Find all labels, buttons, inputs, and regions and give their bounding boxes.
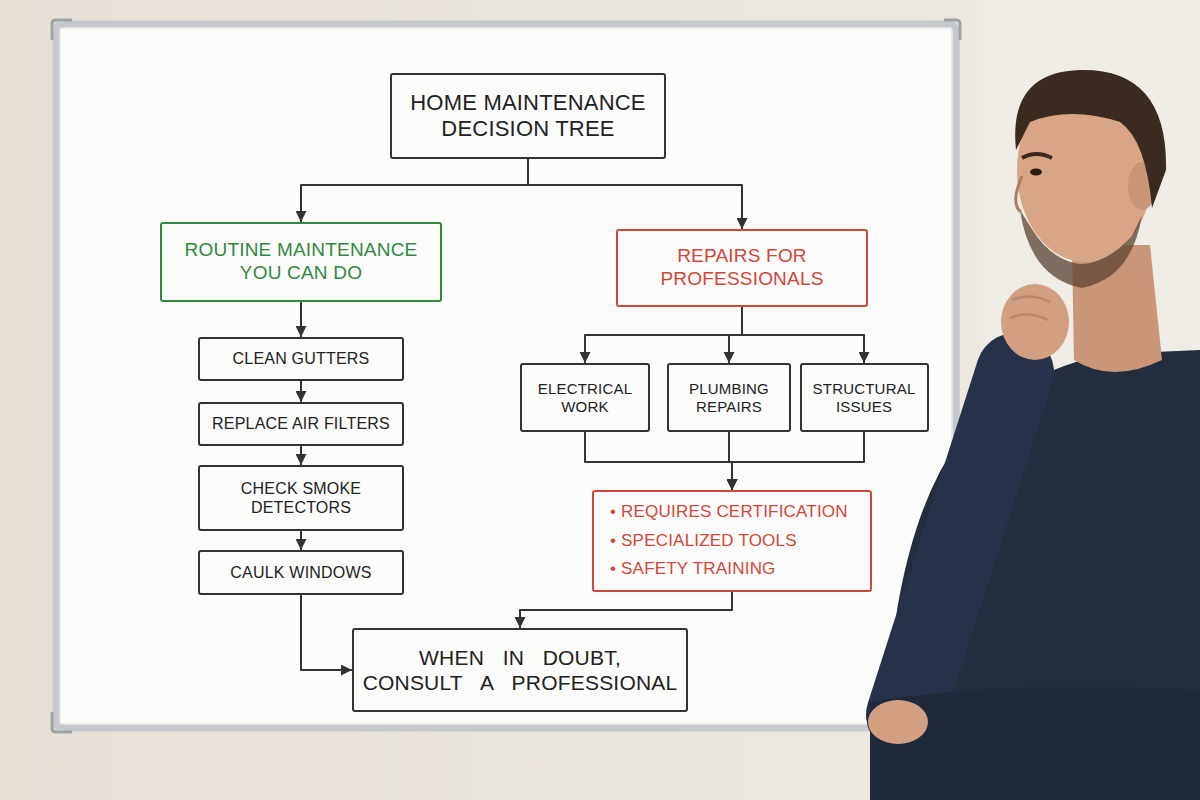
hair (1015, 70, 1166, 208)
eye (1030, 169, 1042, 176)
box-text: STRUCTURAL ISSUES (810, 380, 919, 416)
beard (1020, 210, 1142, 288)
connector-arrow (300, 302, 302, 337)
connector-arrow (300, 531, 302, 550)
box-text: PLUMBING REPAIRS (677, 380, 781, 416)
nose (1016, 176, 1022, 212)
connector-arrow (742, 307, 864, 363)
connector-arrow (585, 432, 732, 490)
connector-arrow (301, 595, 352, 670)
connector-arrow (301, 159, 528, 222)
repair-box: PLUMBING REPAIRS (667, 363, 791, 432)
box-text: WHEN IN DOUBT, CONSULT A PROFESSIONAL (362, 645, 678, 695)
hand (1001, 284, 1069, 360)
box-text: • REQUIRES CERTIFICATION (610, 502, 848, 522)
title-box: HOME MAINTENANCE DECISION TREE (390, 73, 666, 159)
requirements-box: • REQUIRES CERTIFICATION • SPECIALIZED TO… (592, 490, 872, 592)
box-text: • SPECIALIZED TOOLS (610, 531, 797, 551)
box-text: ELECTRICAL WORK (530, 380, 640, 416)
finger-line (1012, 296, 1050, 302)
box-text: CAULK WINDOWS (230, 563, 371, 582)
whiteboard (56, 24, 956, 728)
box-text: CLEAN GUTTERS (233, 349, 370, 368)
category-box: ROUTINE MAINTENANCE YOU CAN DO (160, 222, 442, 302)
box-text: CHECK SMOKE DETECTORS (208, 479, 394, 517)
box-text: REPAIRS FOR PROFESSIONALS (626, 245, 858, 291)
box-text: ROUTINE MAINTENANCE YOU CAN DO (170, 239, 432, 285)
task-box: REPLACE AIR FILTERS (198, 402, 404, 446)
crossed-arm (870, 687, 1200, 800)
connector-arrow (300, 381, 302, 402)
man-figure (868, 70, 1200, 800)
box-text: HOME MAINTENANCE DECISION TREE (400, 90, 656, 143)
conclusion-box: WHEN IN DOUBT, CONSULT A PROFESSIONAL (352, 628, 688, 712)
connector-arrow (585, 307, 742, 363)
frame-corner (52, 712, 72, 732)
connector-arrow (520, 592, 732, 628)
box-text: REPLACE AIR FILTERS (212, 414, 390, 433)
hand (868, 700, 928, 744)
box-text: • SAFETY TRAINING (610, 559, 776, 579)
frame-corner (944, 20, 960, 40)
task-box: CHECK SMOKE DETECTORS (198, 465, 404, 531)
task-box: CAULK WINDOWS (198, 550, 404, 595)
connector-arrow (729, 307, 742, 363)
board-inner-edge (60, 28, 952, 724)
frame-corner (52, 20, 72, 40)
finger-line (1010, 314, 1048, 320)
task-box: CLEAN GUTTERS (198, 337, 404, 381)
connector-arrow (300, 446, 302, 465)
connector-arrow (528, 159, 742, 229)
repair-box: ELECTRICAL WORK (520, 363, 650, 432)
category-box: REPAIRS FOR PROFESSIONALS (616, 229, 868, 307)
eyebrow (1022, 154, 1052, 158)
repair-box: STRUCTURAL ISSUES (800, 363, 929, 432)
connector-arrow (732, 432, 864, 490)
